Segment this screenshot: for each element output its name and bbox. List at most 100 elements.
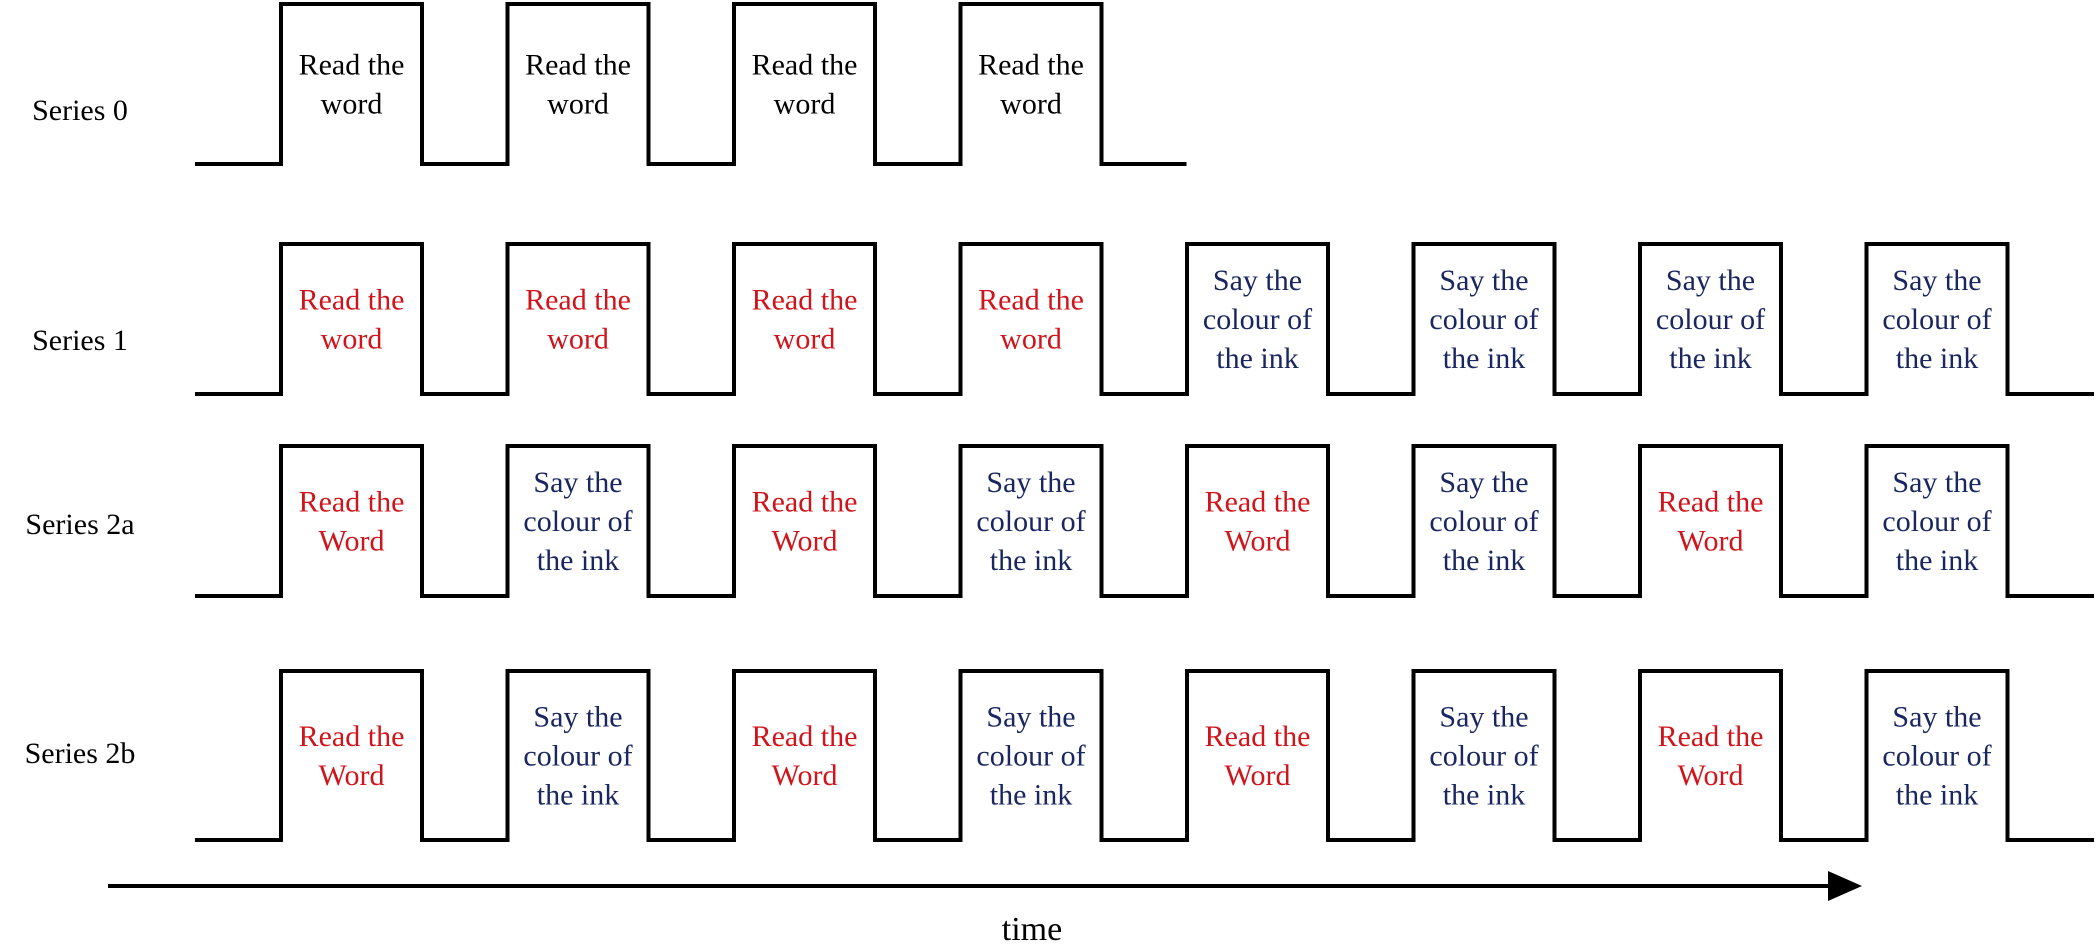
instruction-line: the ink [1896,779,1979,812]
block-waveform [195,444,2094,598]
block-waveform [195,2,1187,166]
instruction-line: word [547,88,609,121]
instruction-line: the ink [990,779,1073,812]
instruction-line: colour of [1203,303,1312,336]
instruction-line: Read the [752,49,858,82]
instruction-line: Say the [1439,264,1528,297]
instruction-line: word [774,88,836,121]
instruction-line: colour of [523,740,632,773]
instruction-line: Word [319,525,385,558]
instruction-line: Say the [1213,264,1302,297]
instruction-line: Say the [1892,264,1981,297]
instruction-line: word [1000,88,1062,121]
instruction-line: word [1000,323,1062,356]
instruction-line: colour of [1429,303,1538,336]
series-label: Series 1 [32,324,128,357]
instruction-line: Read the [299,49,405,82]
read-word-instruction: Read the word [978,284,1084,356]
instruction-line: Read the [299,284,405,317]
read-word-instruction: Read the word [752,49,858,121]
instruction-line: the ink [1216,342,1299,375]
instruction-line: colour of [523,505,632,538]
instruction-line: colour of [1429,505,1538,538]
instruction-line: Word [1678,759,1744,792]
instruction-line: Read the [752,486,858,519]
say-colour-instruction: Say the colour of the ink [1429,264,1538,375]
read-word-instruction: Read the word [752,284,858,356]
instruction-line: the ink [990,544,1073,577]
instruction-line: Read the [525,284,631,317]
instruction-line: Say the [1439,466,1528,499]
instruction-line: Say the [986,466,1075,499]
series-label: Series 2a [25,508,134,541]
instruction-line: Read the [1205,720,1311,753]
instruction-line: Say the [533,466,622,499]
instruction-line: the ink [537,779,620,812]
read-word-instruction: Read the word [525,284,631,356]
series-label: Series 2b [25,737,136,770]
say-colour-instruction: Say the colour of the ink [1429,466,1538,577]
instruction-line: Word [1225,525,1291,558]
say-colour-instruction: Say the colour of the ink [976,466,1085,577]
instruction-line: colour of [976,740,1085,773]
instruction-line: Word [772,525,838,558]
instruction-line: word [321,88,383,121]
instruction-line: colour of [976,505,1085,538]
series-row: Series 0 Read the word Read the word Read the… [32,2,1187,166]
instruction-line: colour of [1882,303,1991,336]
instruction-line: the ink [1443,544,1526,577]
instruction-line: Read the [1658,720,1764,753]
instruction-line: Word [1225,759,1291,792]
instruction-line: Say the [1666,264,1755,297]
say-colour-instruction: Say the colour of the ink [1882,466,1991,577]
block-waveform [195,669,2094,842]
instruction-line: Read the [1205,486,1311,519]
instruction-line: the ink [537,544,620,577]
instruction-line: Read the [978,49,1084,82]
instruction-line: Say the [1892,701,1981,734]
read-word-instruction: Read the word [299,49,405,121]
instruction-line: colour of [1882,505,1991,538]
say-colour-instruction: Say the colour of the ink [1203,264,1312,375]
block-waveform [195,242,2094,396]
time-axis-label: time [1002,911,1062,947]
instruction-line: Word [772,759,838,792]
series-row: Series 1 Read the word Read the word Read the… [32,242,2094,396]
instruction-line: Say the [1892,466,1981,499]
instruction-line: Read the [978,284,1084,317]
instruction-line: word [547,323,609,356]
instruction-line: Say the [986,701,1075,734]
instruction-line: Read the [299,720,405,753]
series-label: Series 0 [32,94,128,127]
instruction-line: Read the [1658,486,1764,519]
instruction-line: Read the [752,284,858,317]
instruction-line: Word [319,759,385,792]
instruction-line: the ink [1669,342,1752,375]
instruction-line: Read the [299,486,405,519]
instruction-line: the ink [1896,544,1979,577]
say-colour-instruction: Say the colour of the ink [1429,701,1538,812]
instruction-line: the ink [1443,342,1526,375]
instruction-line: colour of [1429,740,1538,773]
instruction-line: the ink [1443,779,1526,812]
read-word-instruction: Read the word [978,49,1084,121]
instruction-line: Say the [1439,701,1528,734]
instruction-line: word [774,323,836,356]
time-axis-arrowhead [1828,871,1862,901]
time-axis: time [108,871,1862,947]
